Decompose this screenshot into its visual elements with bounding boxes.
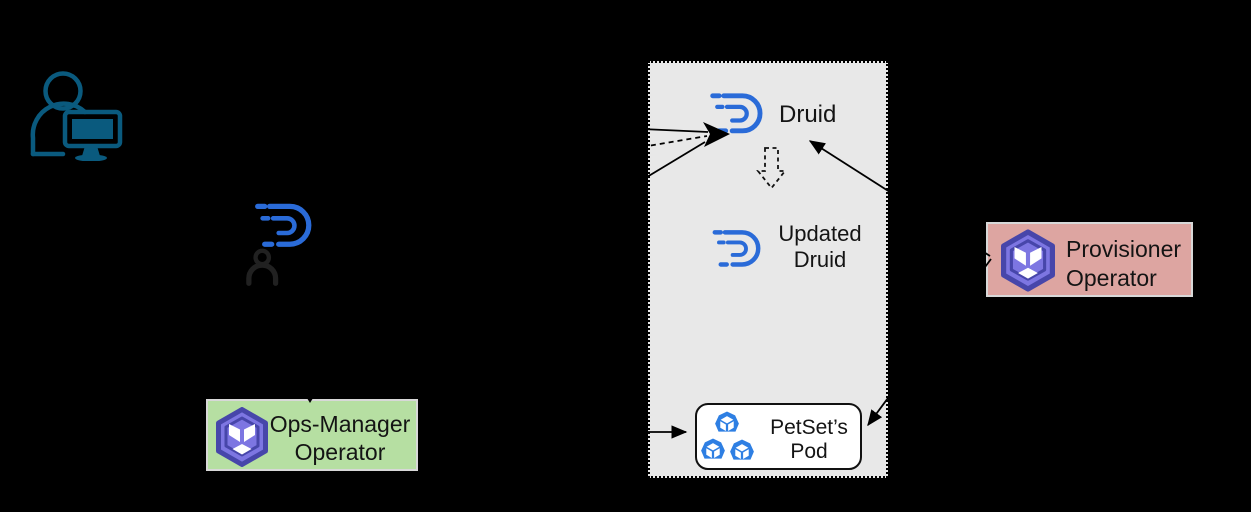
updated-druid-line2: Druid: [793, 247, 847, 272]
ops-manager-label: Ops-Manager Operator: [268, 410, 412, 466]
druid-logo: [705, 227, 771, 271]
ops-manager-operator-box: Ops-Manager Operator: [206, 399, 418, 471]
druid-logo: [705, 90, 771, 138]
provisioner-label: Provisioner Operator: [1066, 235, 1181, 293]
user-at-computer-icon: [28, 66, 123, 161]
ops-manager-line2: Operator: [294, 439, 386, 465]
petset-pod-box: PetSet’s Pod: [695, 403, 862, 470]
druid-label: Druid: [779, 101, 837, 128]
druid-logo: [250, 200, 320, 252]
provisioner-operator-box: Provisioner Operator: [986, 222, 1193, 297]
operator-cube-icon: [1001, 229, 1055, 292]
kubernetes-pod-icon: [728, 438, 756, 466]
cluster-panel: Druid Updated Druid PetSet’s Pod: [648, 61, 888, 478]
updated-druid-line1: Updated: [778, 221, 862, 246]
kubernetes-pod-icon: [713, 410, 741, 438]
updated-druid-label: Updated Druid: [768, 221, 872, 273]
provisioner-line1: Provisioner: [1066, 236, 1182, 262]
petset-line2: Pod: [790, 440, 828, 463]
person-icon: [246, 248, 288, 286]
kubernetes-pod-icon: [699, 437, 727, 465]
operator-cube-icon: [216, 407, 268, 467]
petset-pod-label: PetSet’s Pod: [759, 416, 859, 464]
provisioner-line2: Operator: [1066, 265, 1157, 291]
ops-manager-line1: Ops-Manager: [269, 411, 411, 437]
petset-line1: PetSet’s: [770, 416, 848, 439]
